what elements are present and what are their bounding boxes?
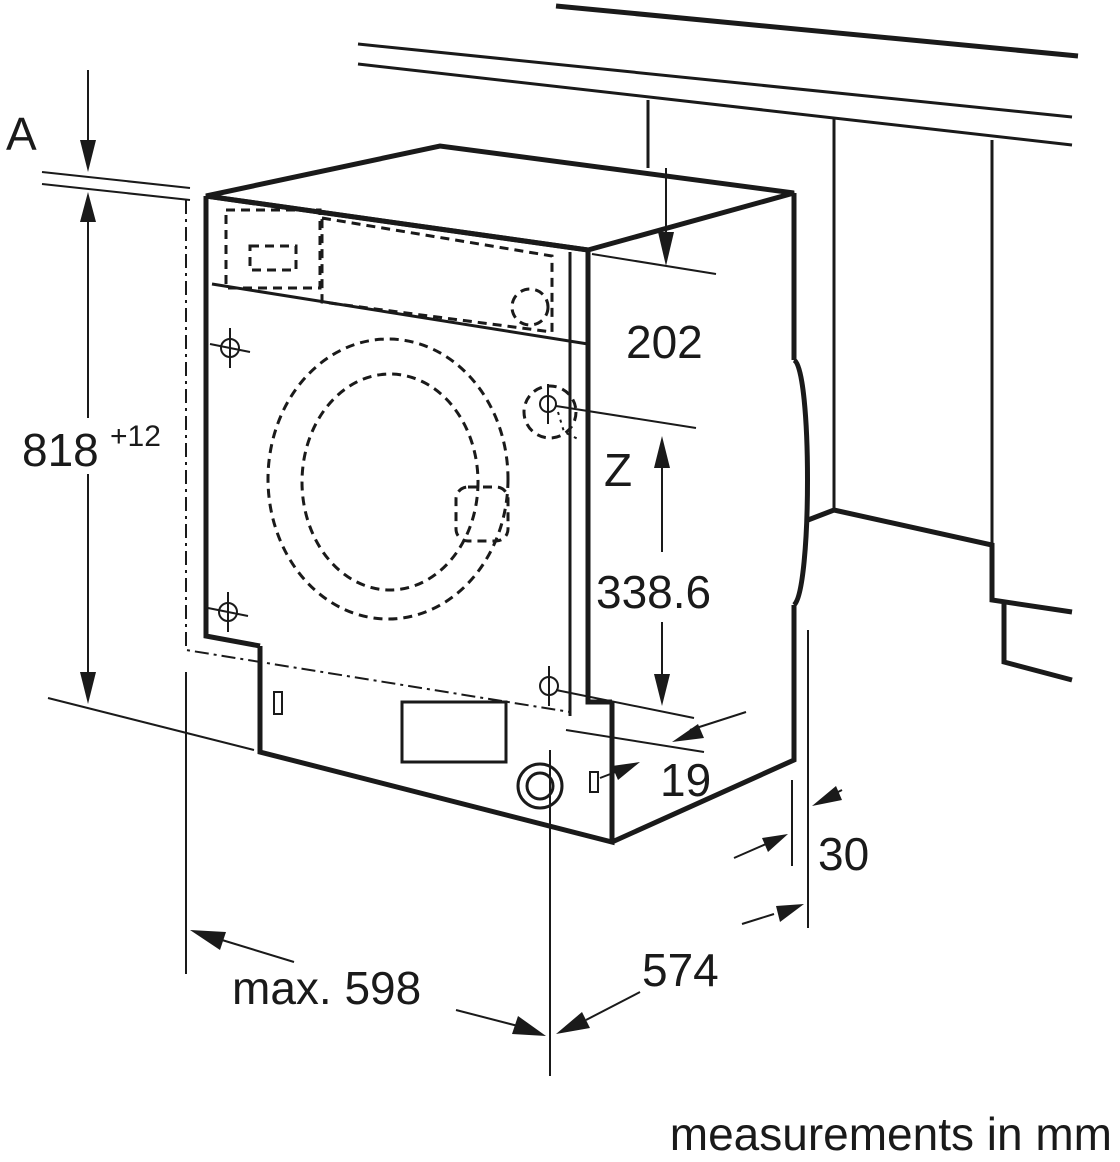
dim-202-label: 202 xyxy=(626,316,703,368)
dimension-202: 202 xyxy=(591,168,717,368)
z-leader xyxy=(557,411,581,441)
door-outer-ring xyxy=(266,337,510,621)
units-note: measurements in mm xyxy=(670,1108,1112,1160)
cabinet-plinth-line xyxy=(807,507,1073,615)
depth-line-left xyxy=(585,991,641,1021)
service-flap xyxy=(400,700,508,764)
mount-point-bottom-right xyxy=(539,666,559,706)
height-arrow-top xyxy=(80,192,96,222)
dim-202-arrow xyxy=(658,232,674,266)
depth-line-right xyxy=(741,913,775,925)
worktop-top-edge xyxy=(555,3,1079,59)
drawer-handle xyxy=(248,244,298,272)
pump-filter-outer xyxy=(516,762,564,810)
width-arrow-left xyxy=(190,930,226,950)
door-handle xyxy=(454,485,510,543)
dim-30-arrow-left xyxy=(762,834,788,852)
machine-side-lower xyxy=(610,605,797,845)
depth-label: 574 xyxy=(642,944,719,996)
hinge-ref-label: Z xyxy=(604,444,632,496)
plinth xyxy=(257,646,615,846)
dim-30-arrow-right xyxy=(812,786,842,806)
height-tolerance: +12 xyxy=(110,420,161,453)
dimension-depth: 574 xyxy=(556,904,804,1034)
dim-30-label: 30 xyxy=(818,828,869,880)
height-label-backdrop xyxy=(18,418,124,474)
width-arrow-right xyxy=(512,1016,546,1036)
machine-body xyxy=(203,143,810,846)
dimension-height: 818 +12 xyxy=(18,171,255,751)
front-top-edge xyxy=(205,193,589,253)
dimension-19: 19 xyxy=(565,711,747,806)
dimension-a-arrow xyxy=(80,140,96,172)
dim-338-ext-bottom xyxy=(555,689,695,719)
height-ext-bottom xyxy=(47,697,255,751)
dimension-30: 30 xyxy=(733,630,869,928)
program-dial xyxy=(510,287,550,327)
dim-338-arrow-top xyxy=(654,436,670,468)
worktop-under-edge xyxy=(357,62,1073,147)
cabinet-plinth-step xyxy=(1001,604,1073,683)
drain-hose-marker xyxy=(589,771,599,793)
dim-19-ext xyxy=(565,729,705,753)
mounting-points xyxy=(207,328,581,706)
dim-202-ext xyxy=(591,253,717,275)
pump-filter-inner xyxy=(525,771,555,801)
dim-30-line-left xyxy=(733,843,767,859)
front-right-edge xyxy=(585,250,612,705)
depth-arrow-right xyxy=(776,904,804,922)
height-arrow-bottom xyxy=(80,672,96,704)
dim-19-line-right xyxy=(689,711,747,731)
width-label: max. 598 xyxy=(232,962,421,1014)
machine-front-left xyxy=(203,196,261,649)
width-line-right xyxy=(455,1009,519,1027)
depth-arrow-left xyxy=(556,1012,590,1034)
dimension-width: max. 598 xyxy=(185,672,551,1076)
dim-19-arrow-left xyxy=(612,762,640,780)
display-panel xyxy=(320,216,554,334)
door-glass xyxy=(300,372,480,592)
dim-19-arrow-right xyxy=(672,724,704,742)
dim-338-label: 338.6 xyxy=(596,566,711,618)
detergent-drawer xyxy=(224,208,322,290)
worktop-niche xyxy=(357,3,1079,683)
machine-side-bulge xyxy=(791,357,810,607)
dimension-a: A xyxy=(6,70,96,172)
control-panel-bottom xyxy=(211,282,589,346)
dim-19-label: 19 xyxy=(660,754,711,806)
width-line-left xyxy=(221,939,295,963)
mount-point-top-left xyxy=(209,328,251,368)
mount-point-bottom-left xyxy=(207,592,249,632)
adjust-foot-marker xyxy=(273,691,283,715)
dim-338-arrow-bottom xyxy=(654,674,670,706)
dim-338-ext-top xyxy=(555,405,697,429)
dimension-a-label: A xyxy=(6,108,37,160)
mount-point-top-right xyxy=(522,384,578,440)
worktop-front-edge xyxy=(357,42,1073,119)
machine-top-face xyxy=(205,143,795,253)
height-ext-top-2 xyxy=(41,183,191,201)
height-ext-top-1 xyxy=(41,171,191,189)
height-value: 818 xyxy=(22,424,99,476)
niche-outline xyxy=(185,200,571,716)
dimension-338: 338.6 Z xyxy=(555,405,711,719)
